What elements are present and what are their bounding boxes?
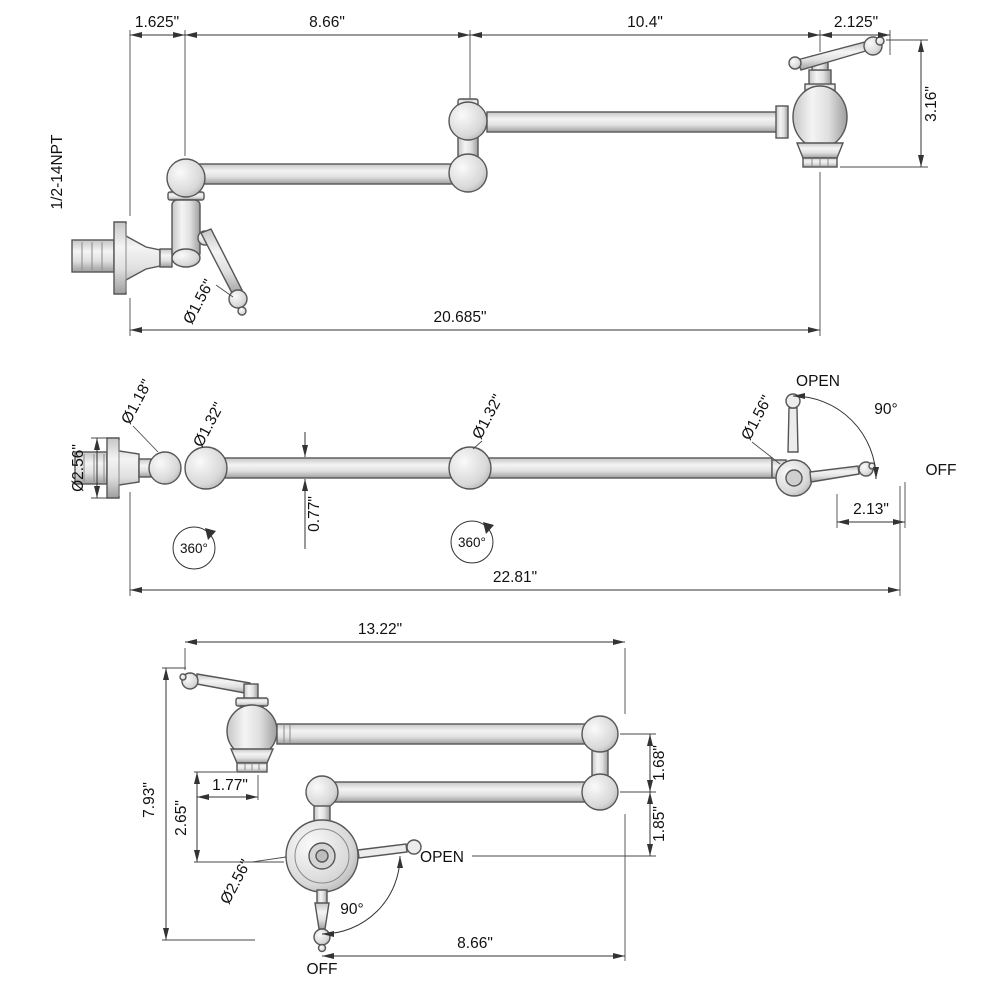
- plan-joint2-circle: [448, 446, 492, 490]
- plan-view-parts: [74, 393, 876, 499]
- dim-lower-arm-reach: 8.66": [457, 935, 493, 952]
- arm-segment-1: [195, 163, 455, 185]
- plan-arm: [224, 457, 773, 479]
- dim-folded-length: 13.22": [358, 621, 402, 638]
- dim-spout-height: 3.16": [923, 86, 940, 122]
- plan-view: Ø2.56" Ø1.18" Ø1.32" Ø1.32" Ø1.56" OPEN …: [70, 373, 957, 596]
- dim-arm1: 8.66": [309, 14, 345, 31]
- dim-overall-height: 7.93": [141, 782, 158, 818]
- swivel-symbol-2: 360°: [450, 520, 494, 564]
- dim-overall-reach: 20.685": [434, 309, 487, 326]
- plan-handle-open-position: [785, 393, 801, 453]
- folded-view: 13.22" 7.93" 2.65" 1.77" Ø2.56" OPEN 90°…: [141, 621, 668, 978]
- dim-handle-length: 2.13": [853, 501, 889, 518]
- label-folded-open: OPEN: [420, 849, 464, 866]
- label-swivel-2: 360°: [458, 535, 486, 550]
- dim-body-diameter: Ø1.18": [118, 377, 155, 427]
- faucet-body: [167, 191, 213, 268]
- dim-spout-offset: 1.77": [212, 777, 248, 794]
- side-view: 1.625" 8.66" 10.4" 2.125" 3.16" 20.685" …: [49, 14, 940, 336]
- dim-wall-to-body: 1.625": [135, 14, 179, 31]
- folded-view-parts: [179, 672, 619, 953]
- folded-spout-handle: [179, 672, 259, 701]
- swivel-symbol-1: 360°: [172, 526, 216, 570]
- label-plan-off: OFF: [926, 462, 957, 479]
- folded-valve-handle-off-position: [313, 889, 331, 953]
- dim-overall-length: 22.81": [493, 569, 537, 586]
- body-swivel-ball: [166, 158, 206, 198]
- spout-handle-lever: [788, 36, 885, 71]
- wall-flange: [113, 221, 173, 295]
- arm-segment-2: [486, 111, 784, 133]
- plan-valve: [771, 459, 813, 497]
- joint-upper-ball: [448, 101, 488, 141]
- dim-arm2: 10.4": [627, 14, 663, 31]
- dim-arm-spacing-lower: 1.85": [651, 806, 668, 842]
- dim-folded-flange-diameter: Ø2.56": [217, 857, 254, 907]
- folded-joint-lower-ball: [581, 773, 619, 811]
- folded-lower-arm: [329, 781, 593, 803]
- dim-joint2-diameter: Ø1.32": [469, 392, 506, 442]
- label-plan-open: OPEN: [796, 373, 840, 390]
- dim-handle-span: 2.125": [834, 14, 878, 31]
- dim-valve-diameter: Ø1.56": [738, 393, 775, 443]
- label-folded-90: 90°: [340, 901, 363, 918]
- dim-arm-width: 0.77": [306, 496, 323, 532]
- spout-head: [775, 69, 848, 168]
- plan-body-circle: [148, 451, 182, 485]
- plan-joint1-circle: [184, 446, 228, 490]
- dim-flange-diameter: Ø2.56": [70, 444, 87, 492]
- side-view-dimensions: 1.625" 8.66" 10.4" 2.125" 3.16" 20.685" …: [49, 14, 940, 333]
- label-swivel-1: 360°: [180, 541, 208, 556]
- folded-valve-handle-open-position: [357, 839, 422, 859]
- folded-valve-flange: [285, 805, 359, 893]
- folded-spout-head: [226, 697, 278, 773]
- label-thread-spec: 1/2-14NPT: [49, 134, 66, 209]
- folded-upper-arm: [276, 723, 593, 745]
- dim-joint1-diameter: Ø1.32": [190, 400, 227, 450]
- plan-handle-off-position: [809, 461, 876, 483]
- label-plan-90: 90°: [874, 401, 897, 418]
- wall-pipe-stub: [71, 239, 115, 273]
- dim-handle-knob-diameter: Ø1.56": [180, 277, 217, 327]
- lower-handle-lever: [200, 228, 248, 316]
- folded-valve-ball: [305, 775, 339, 809]
- side-view-parts: [71, 36, 885, 316]
- dim-arm-spacing-upper: 1.68": [651, 745, 668, 781]
- plan-wall-flange: [106, 437, 152, 499]
- dim-valve-drop: 2.65": [173, 800, 190, 836]
- side-view-extension-lines: [129, 30, 928, 336]
- label-folded-off: OFF: [307, 961, 338, 978]
